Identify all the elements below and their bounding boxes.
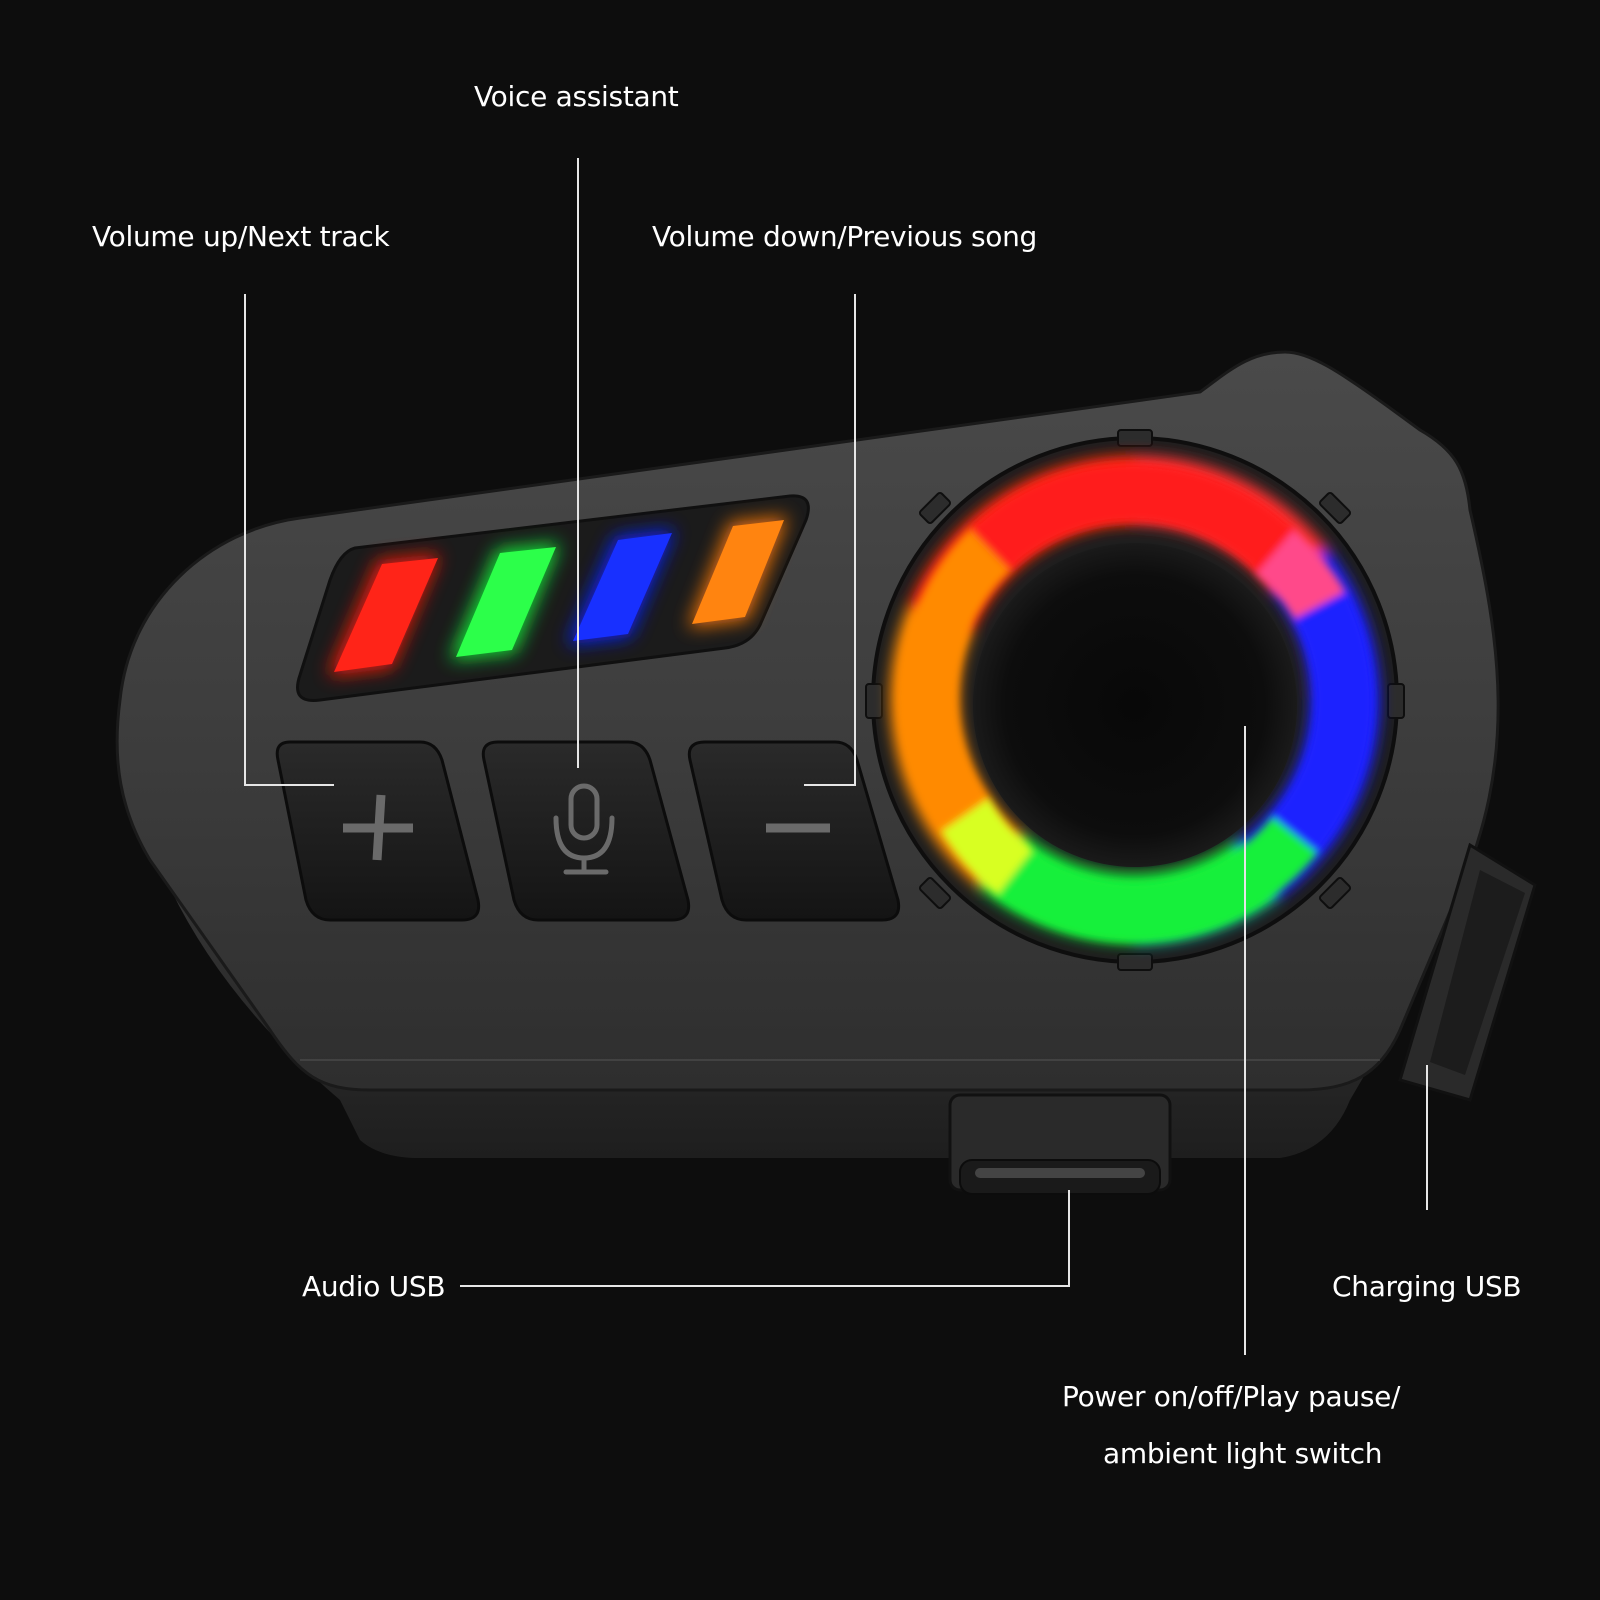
label-audio-usb: Audio USB — [302, 1270, 445, 1303]
bezel-notches — [865, 429, 1405, 971]
microphone-icon — [553, 783, 615, 875]
ring-segment-orange — [898, 529, 1011, 832]
labels: Voice assistant Volume up/Next track Vol… — [92, 80, 1522, 1470]
label-voice-assistant: Voice assistant — [474, 80, 679, 113]
light-segment-blue — [573, 533, 672, 641]
volume-down-button[interactable] — [687, 740, 901, 922]
power-ring-button[interactable] — [865, 429, 1405, 971]
leader-volume-down — [804, 294, 856, 786]
ring-center — [973, 543, 1297, 867]
plus-icon — [343, 794, 413, 861]
label-volume-up: Volume up/Next track — [92, 220, 390, 253]
ring-segment-blue — [1268, 591, 1374, 860]
light-segment-orange — [692, 520, 784, 624]
ring-segment-red — [969, 463, 1301, 576]
charging-usb-port[interactable] — [1398, 842, 1537, 1102]
light-segment-red — [334, 558, 438, 672]
light-bar — [296, 494, 810, 702]
label-power-line1: Power on/off/Play pause/ — [1062, 1380, 1401, 1413]
rgb-ring — [898, 463, 1374, 942]
leader-audio-usb — [460, 1190, 1070, 1287]
light-segment-green — [456, 547, 556, 657]
leader-lines — [244, 158, 1428, 1355]
leader-volume-up — [244, 294, 334, 786]
volume-up-button[interactable] — [275, 740, 481, 922]
label-volume-down: Volume down/Previous song — [652, 220, 1037, 253]
label-charging-usb: Charging USB — [1332, 1270, 1521, 1303]
ring-segment-green — [992, 816, 1318, 942]
audio-usb-port[interactable] — [948, 1093, 1172, 1195]
label-power-line2: ambient light switch — [1103, 1437, 1382, 1470]
device — [115, 350, 1537, 1195]
voice-assistant-button[interactable] — [481, 740, 691, 922]
ring-segment-yellow — [936, 795, 1034, 895]
